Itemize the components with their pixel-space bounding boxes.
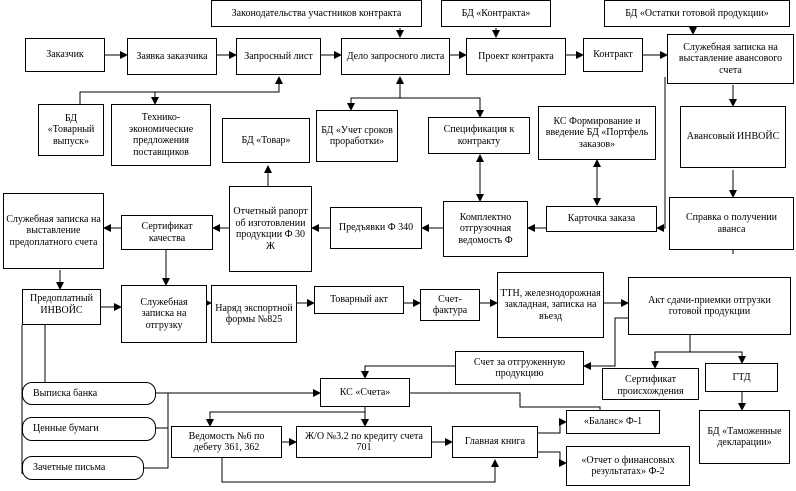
node-schet-otgruzh: Счет за отгруженную продукцию xyxy=(455,351,584,385)
node-zaprosny-list: Запросный лист xyxy=(236,38,321,75)
node-balans: «Баланс» Ф-1 xyxy=(566,410,660,434)
node-zachetnye: Зачетные письма xyxy=(22,456,144,480)
arrow-bottom-loop xyxy=(221,458,499,483)
node-glavnaya: Главная книга xyxy=(452,426,538,458)
arrow-glavnaya-otchet xyxy=(538,451,567,467)
arrow-akt-sertifikat-proish xyxy=(651,335,691,369)
arrow-bd-tovarny-zaprosny xyxy=(79,91,155,104)
arrow-glavnaya-balans xyxy=(538,418,567,434)
node-zakonodatelstvo: Законодательства участников контракта xyxy=(211,0,422,27)
node-avans-invoys: Авансовый ИНВОЙС xyxy=(680,106,786,168)
node-otchetny-raport: Отчетный рапорт об изготовлении продукци… xyxy=(229,186,312,272)
node-specifikaciya: Спецификация к контракту xyxy=(428,117,530,154)
node-jo32: Ж/О №3.2 по кредиту счета 701 xyxy=(296,426,432,458)
node-sertifikat-proish: Сертификат происхождения xyxy=(602,368,699,400)
node-spravka: Справка о получении аванса xyxy=(669,197,794,250)
arrow-akt-gtd xyxy=(690,351,746,364)
node-ks-portfel: КС Формирование и введение БД «Портфель … xyxy=(538,106,656,160)
node-tehniko: Технико-экономические предложения постав… xyxy=(111,104,211,166)
node-zakazchik: Заказчик xyxy=(25,38,105,72)
line-cennye-merge xyxy=(156,393,169,429)
node-bd-tamozh: БД «Таможенные декларации» xyxy=(699,410,790,464)
arrow-delo-spec xyxy=(400,97,484,118)
node-bd-tovar: БД «Товар» xyxy=(222,118,310,163)
node-predyavki: Предъявки Ф 340 xyxy=(330,207,422,249)
node-vedomost6: Ведомость №6 по дебету 361, 362 xyxy=(171,426,282,458)
node-ks-scheta: КС «Счета» xyxy=(320,378,410,407)
node-bd-kontrakta: БД «Контракта» xyxy=(441,0,551,27)
node-naryad: Наряд экспортной формы №825 xyxy=(211,285,297,343)
node-predoplat-invoys: Предоплатный ИНВОЙС xyxy=(22,289,101,325)
node-bd-ostatki: БД «Остатки готовой продукции» xyxy=(604,0,790,27)
arrow-zaprosny-tehniko xyxy=(151,76,283,105)
node-sluzh-avans: Служебная записка на выставление авансов… xyxy=(667,34,794,84)
arrow-schet-otgruzh-ks xyxy=(361,365,455,379)
node-otchet-fin: «Отчет о финансовых результатах» Ф-2 xyxy=(566,446,690,486)
node-kontrakt: Контракт xyxy=(583,38,643,72)
line-zachetnye-merge xyxy=(144,428,169,469)
node-sertifikat-kach: Сертификат качества xyxy=(121,215,213,250)
node-akt-sdachi: Акт сдачи-приемки отгрузки готовой проду… xyxy=(628,277,791,335)
node-ttn: ТТН, железнодорожная закладная, записка … xyxy=(497,272,604,338)
node-proekt: Проект контракта xyxy=(466,38,566,75)
node-gtd: ГТД xyxy=(705,363,778,392)
node-kartochka: Карточка заказа xyxy=(546,206,657,232)
node-zayavka: Заявка заказчика xyxy=(127,38,217,75)
arrow-delo-uchet xyxy=(347,76,404,111)
node-bd-uchet: БД «Учет сроков проработки» xyxy=(316,110,398,162)
arrow-akt-schet-otgruzh xyxy=(583,317,628,370)
node-sluzh-predoplat: Служебная записка на выставление предопл… xyxy=(3,193,104,269)
node-cennye: Ценные бумаги xyxy=(22,417,156,441)
node-komplektno: Комплектно отгрузочная ведомость Ф xyxy=(443,201,528,257)
arrow-kontrakt-kartochka xyxy=(656,77,666,232)
node-bd-tovarny: БД «Товарный выпуск» xyxy=(38,104,104,156)
arrow-ks-down xyxy=(206,407,366,427)
node-vypiska: Выписка банка xyxy=(22,382,156,405)
node-tovarny-akt: Товарный акт xyxy=(314,286,404,314)
node-schet-faktura: Счет-фактура xyxy=(420,289,480,321)
node-delo: Дело запросного листа xyxy=(341,38,450,75)
node-sluzh-otgruzka: Служебная записка на отгрузку xyxy=(121,285,207,343)
